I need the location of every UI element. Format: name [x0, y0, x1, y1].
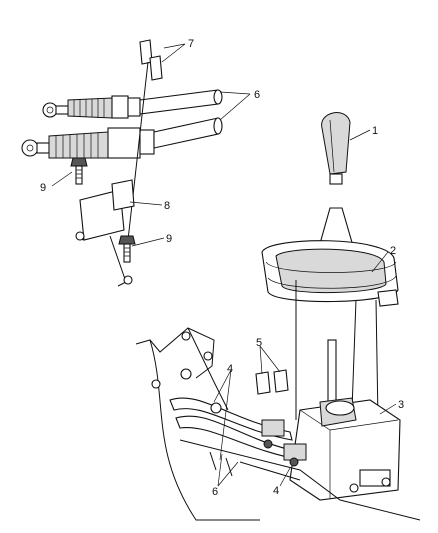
callout-5: 5	[256, 337, 262, 349]
shift-knob	[321, 112, 351, 185]
callout-9-right: 9	[166, 233, 172, 245]
cable-end-clips	[255, 369, 289, 395]
shifter-assembly	[289, 280, 401, 501]
callout-7: 7	[188, 38, 194, 50]
shift-cable-upper	[42, 89, 223, 119]
callout-6-lower: 6	[212, 486, 218, 498]
cable-clip-pair	[139, 39, 163, 81]
callout-1: 1	[372, 125, 378, 137]
callout-6-upper: 6	[254, 89, 260, 101]
lower-cables	[169, 397, 307, 467]
callout-4-lower: 4	[273, 485, 279, 497]
leader-lines	[51, 43, 397, 487]
callout-8: 8	[164, 200, 170, 212]
callout-9-left: 9	[40, 182, 46, 194]
bolt-upper	[70, 157, 88, 185]
callout-3: 3	[398, 399, 404, 411]
callout-4-upper: 4	[227, 363, 233, 375]
bolt-lower	[118, 235, 136, 263]
cable-bracket	[75, 179, 135, 287]
shift-cable-lower	[21, 117, 223, 159]
shift-boot	[261, 207, 399, 307]
floor-pan	[135, 327, 421, 521]
cable-rod	[127, 61, 149, 241]
callout-2: 2	[390, 245, 396, 257]
